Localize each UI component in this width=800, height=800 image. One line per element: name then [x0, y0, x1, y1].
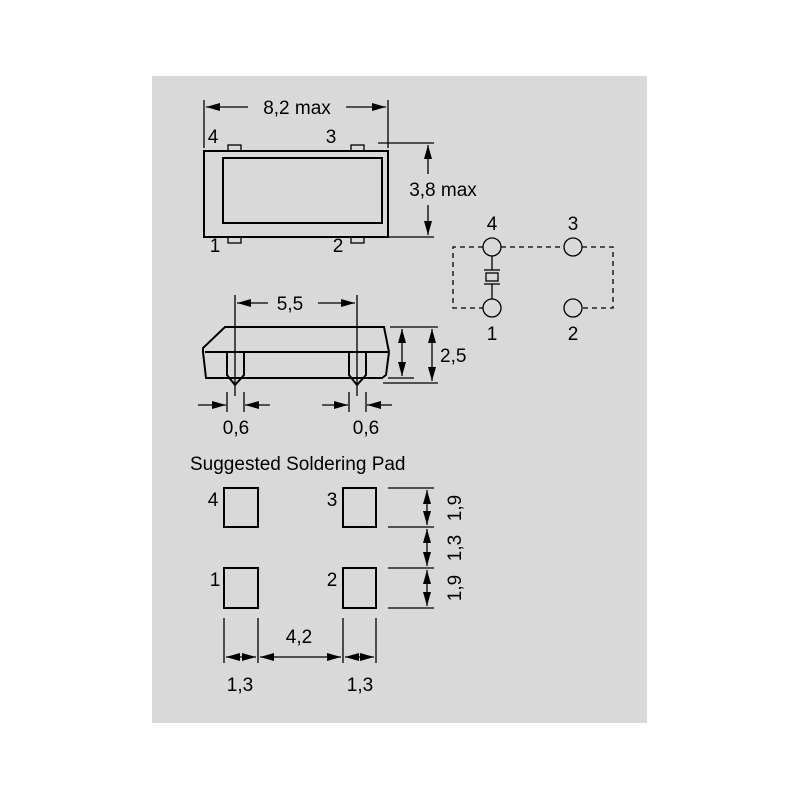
drawing-line — [482, 237, 502, 257]
pad — [342, 567, 377, 609]
pad-width-dimension: 1,3 — [227, 675, 253, 696]
soldering-pad-layout: Suggested Soldering Pad 4 3 1 2 1,9 1,3 … — [190, 454, 466, 696]
drawing-line — [227, 236, 242, 244]
pin-label: 3 — [568, 214, 579, 235]
package-side-outline — [202, 326, 391, 379]
pad-width-dimension: 1,3 — [347, 675, 373, 696]
height-dimension: 3,8 max — [409, 180, 477, 201]
crystal-symbol-icon — [485, 272, 499, 282]
package-lid — [222, 157, 383, 224]
pin-label: 3 — [327, 490, 338, 511]
pin-label: 4 — [208, 127, 219, 148]
drawing-line — [563, 298, 583, 318]
top-view: 8,2 max 3,8 max 4 3 1 2 — [203, 98, 477, 257]
pin-label: 4 — [208, 490, 219, 511]
width-dimension: 8,2 max — [263, 98, 331, 119]
pin-label: 1 — [210, 236, 221, 257]
drawing-line — [350, 144, 365, 152]
drawing-line — [350, 236, 365, 244]
pin-label: 2 — [333, 236, 344, 257]
pad — [342, 487, 377, 528]
section-title: Suggested Soldering Pad — [190, 454, 406, 475]
pin-width-dimension: 0,6 — [223, 418, 249, 439]
pad — [223, 487, 259, 528]
pin-label: 1 — [487, 324, 498, 345]
drawing-line — [227, 144, 242, 152]
height-dimension: 2,5 — [440, 346, 466, 367]
pin-label: 4 — [487, 214, 498, 235]
pin-label: 2 — [327, 570, 338, 591]
pad — [223, 567, 259, 609]
pin-width-dimension: 0,6 — [353, 418, 379, 439]
pin-label: 1 — [210, 570, 221, 591]
package-outline — [203, 150, 389, 238]
drawing-panel — [152, 76, 647, 723]
pad-gap-dimension: 1,3 — [445, 535, 466, 561]
pad-height-dimension: 1,9 — [445, 495, 466, 521]
pitch-dimension: 5,5 — [277, 294, 303, 315]
pad-spacing-dimension: 4,2 — [286, 627, 312, 648]
drawing-line — [482, 298, 502, 318]
pin-schematic: 4 3 1 2 — [452, 214, 614, 345]
pin-label: 3 — [326, 127, 337, 148]
pad-height-dimension: 1,9 — [445, 575, 466, 601]
side-view: 5,5 2,5 0,6 0,6 — [198, 294, 466, 439]
drawing-line — [563, 237, 583, 257]
pin-label: 2 — [568, 324, 579, 345]
